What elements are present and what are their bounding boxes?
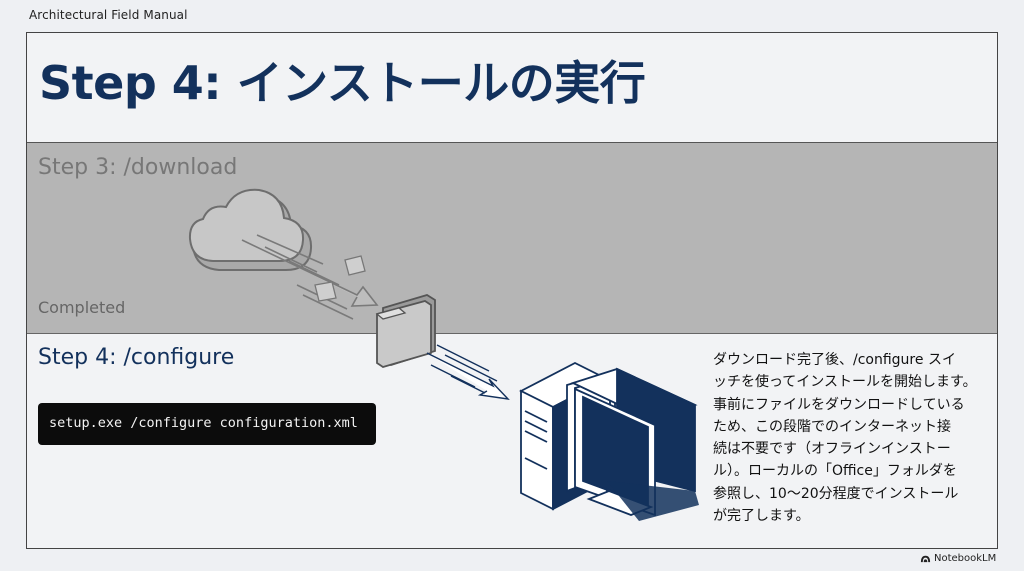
- command-code-block: setup.exe /configure configuration.xml: [38, 403, 376, 445]
- slide-frame: Step 4: インストールの実行 Step 3: /download Comp…: [26, 32, 998, 549]
- description-line: 続は不要です（オフラインインストー: [713, 441, 951, 458]
- step4-description: ダウンロード完了後、/configure スイ ッチを使ってインストールを開始し…: [713, 349, 997, 527]
- description-line: ル）。ローカルの「Office」フォルダを: [713, 463, 957, 480]
- download-arrow: [241, 234, 379, 320]
- cloud-icon: [188, 188, 313, 271]
- description-line: ッチを使ってインストールを開始します。: [713, 374, 977, 391]
- notebooklm-watermark: NotebookLM: [920, 553, 996, 564]
- workflow-illustration: [188, 188, 699, 521]
- computer-icon: [519, 361, 699, 521]
- title-area: Step 4: インストールの実行: [27, 33, 997, 143]
- transfer-arrow: [426, 344, 510, 400]
- description-line: ため、この段階でのインターネット接: [713, 418, 951, 435]
- description-line: 事前にファイルをダウンロードしている: [713, 396, 965, 413]
- brand-label: NotebookLM: [934, 553, 997, 564]
- description-line: が完了します。: [713, 508, 810, 525]
- description-line: ダウンロード完了後、/configure スイ: [713, 352, 956, 368]
- step4-title: Step 4: /configure: [38, 345, 235, 370]
- folder-icon: [375, 294, 436, 368]
- step3-status: Completed: [38, 298, 126, 317]
- step3-title: Step 3: /download: [38, 155, 238, 180]
- notebooklm-logo-icon: [920, 555, 931, 563]
- command-text: setup.exe /configure configuration.xml: [49, 415, 358, 431]
- page-title: Step 4: インストールの実行: [39, 56, 646, 110]
- step3-section: Step 3: /download Completed: [27, 143, 997, 334]
- document-icon: [314, 255, 366, 302]
- manual-header-label: Architectural Field Manual: [29, 8, 188, 22]
- description-line: 参照し、10〜20分程度でインストール: [713, 485, 959, 502]
